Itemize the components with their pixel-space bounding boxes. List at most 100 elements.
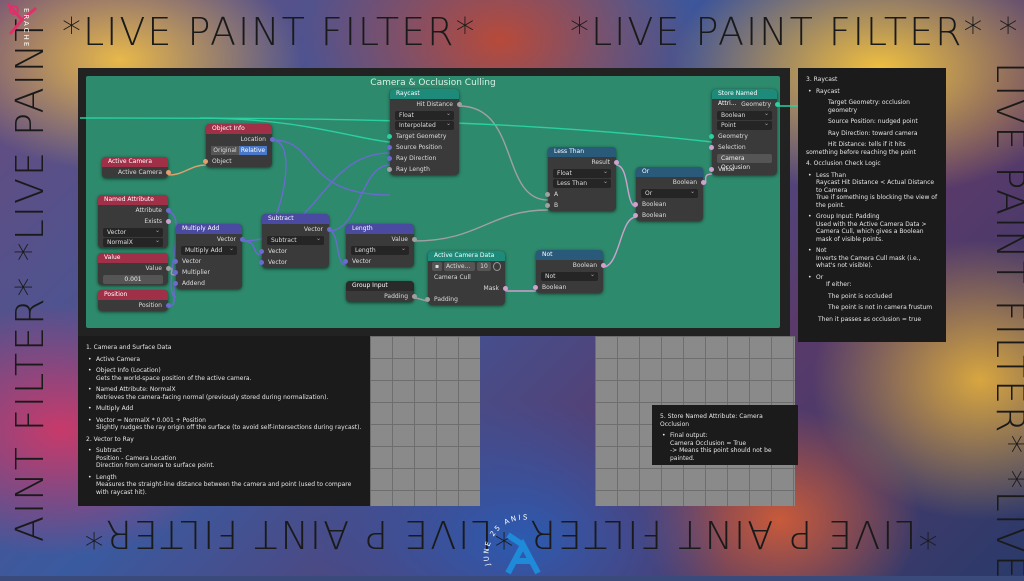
input-value[interactable]: Value <box>709 164 777 175</box>
input-multiplier[interactable]: Multiplier <box>173 267 242 278</box>
input-addend[interactable]: Addend <box>173 278 242 289</box>
node-multiply-add[interactable]: Multiply Add Vector Multiply Add Vector … <box>173 224 245 289</box>
input-b[interactable]: B <box>545 200 616 211</box>
socket-icon[interactable] <box>633 213 638 218</box>
socket-icon[interactable] <box>166 266 171 271</box>
node-raycast[interactable]: Raycast Hit Distance Float Interpolated … <box>387 89 462 175</box>
socket-icon[interactable] <box>387 134 392 139</box>
mapping-dropdown[interactable]: Interpolated <box>395 119 454 130</box>
original-option[interactable]: Original <box>211 146 239 155</box>
socket-icon[interactable] <box>166 208 171 213</box>
output-geometry[interactable]: Geometry <box>712 99 780 110</box>
socket-icon[interactable] <box>270 137 275 142</box>
node-value[interactable]: Value Value 0.001 <box>98 253 171 285</box>
relative-option[interactable]: Relative <box>239 146 267 155</box>
node-not[interactable]: Not Boolean Not Boolean <box>533 250 606 293</box>
input-target-geometry[interactable]: Target Geometry <box>387 131 459 142</box>
output-result[interactable]: Result <box>548 157 619 168</box>
operation-dropdown[interactable]: Less Than <box>553 177 611 188</box>
input-boolean-a[interactable]: Boolean <box>633 199 703 210</box>
node-length[interactable]: Length Value Length Vector <box>343 224 417 267</box>
operation-dropdown[interactable]: Or <box>641 187 698 198</box>
input-boolean[interactable]: Boolean <box>533 282 603 293</box>
output-camera-cull[interactable]: Camera Cull <box>428 272 505 283</box>
output-exists[interactable]: Exists <box>98 216 171 227</box>
output-attribute[interactable]: Attribute <box>98 205 171 216</box>
operation-dropdown[interactable]: Subtract <box>267 234 324 245</box>
output-active-camera[interactable]: Active Camera <box>102 167 171 178</box>
node-position[interactable]: Position Position <box>98 290 171 311</box>
socket-icon[interactable] <box>709 145 714 150</box>
output-boolean[interactable]: Boolean <box>636 177 706 188</box>
data-type-dropdown[interactable]: Vector <box>103 226 163 237</box>
input-padding[interactable]: Padding <box>425 294 505 305</box>
socket-icon[interactable] <box>709 167 714 172</box>
data-type-dropdown[interactable]: Boolean <box>717 109 772 120</box>
input-ray-direction[interactable]: Ray Direction <box>387 153 459 164</box>
socket-icon[interactable] <box>203 159 208 164</box>
attribute-name-field[interactable]: NormalX <box>103 236 163 247</box>
input-boolean-b[interactable]: Boolean <box>633 210 703 221</box>
socket-icon[interactable] <box>387 145 392 150</box>
node-group-input[interactable]: Group Input Padding <box>346 281 417 302</box>
socket-icon[interactable] <box>709 134 714 139</box>
output-padding[interactable]: Padding <box>346 291 417 302</box>
toggle-icon[interactable] <box>493 262 501 271</box>
attribute-name-field[interactable]: Camera Occlusion <box>717 154 772 171</box>
socket-icon[interactable] <box>259 249 264 254</box>
output-value[interactable]: Value <box>98 263 171 274</box>
node-subtract[interactable]: Subtract Vector Subtract Vector Vector <box>259 214 332 268</box>
socket-icon[interactable] <box>166 170 171 175</box>
socket-icon[interactable] <box>173 259 178 264</box>
input-object[interactable]: Object <box>203 156 272 167</box>
output-vector[interactable]: Vector <box>262 224 332 235</box>
socket-icon[interactable] <box>775 102 780 107</box>
data-type-dropdown[interactable]: Float <box>395 109 454 120</box>
socket-icon[interactable] <box>240 237 245 242</box>
domain-dropdown[interactable]: Point <box>717 119 772 130</box>
node-store-named-attribute[interactable]: Store Named Attri... Geometry Boolean Po… <box>709 89 780 175</box>
input-source-position[interactable]: Source Position <box>387 142 459 153</box>
input-ray-length[interactable]: Ray Length <box>387 164 459 175</box>
node-or[interactable]: Or Boolean Or Boolean Boolean <box>633 167 706 221</box>
output-location[interactable]: Location <box>206 134 275 145</box>
socket-icon[interactable] <box>457 102 462 107</box>
socket-icon[interactable] <box>503 286 508 291</box>
socket-icon[interactable] <box>614 160 619 165</box>
socket-icon[interactable] <box>545 192 550 197</box>
socket-icon[interactable] <box>387 167 392 172</box>
input-selection[interactable]: Selection <box>709 142 777 153</box>
socket-icon[interactable] <box>412 237 417 242</box>
node-named-attribute[interactable]: Named Attribute Attribute Exists Vector … <box>98 195 171 248</box>
socket-icon[interactable] <box>601 263 606 268</box>
input-geometry[interactable]: Geometry <box>709 131 777 142</box>
socket-icon[interactable] <box>545 203 550 208</box>
socket-icon[interactable] <box>425 297 430 302</box>
socket-icon[interactable] <box>533 285 538 290</box>
socket-icon[interactable] <box>259 260 264 265</box>
node-less-than[interactable]: Less Than Result Float Less Than A B <box>545 147 619 211</box>
socket-icon[interactable] <box>343 259 348 264</box>
input-vector[interactable]: Vector <box>343 256 414 267</box>
node-active-camera-data[interactable]: Active Camera Data ▪ Active... 10 Camera… <box>425 251 508 305</box>
socket-icon[interactable] <box>701 180 706 185</box>
socket-icon[interactable] <box>173 281 178 286</box>
operation-dropdown[interactable]: Multiply Add <box>181 244 237 255</box>
output-hit-distance[interactable]: Hit Distance <box>390 99 462 110</box>
socket-icon[interactable] <box>173 270 178 275</box>
camera-icon[interactable]: ▪ <box>432 262 442 271</box>
socket-icon[interactable] <box>412 294 417 299</box>
camera-number-field[interactable]: 10 <box>477 262 491 271</box>
node-active-camera[interactable]: Active Camera Active Camera <box>102 157 171 178</box>
input-a[interactable]: A <box>545 189 616 200</box>
data-type-dropdown[interactable]: Float <box>553 167 611 178</box>
socket-icon[interactable] <box>327 227 332 232</box>
input-vector[interactable]: Vector <box>173 256 242 267</box>
socket-icon[interactable] <box>633 202 638 207</box>
output-position[interactable]: Position <box>98 300 171 311</box>
socket-icon[interactable] <box>166 303 171 308</box>
input-vector-a[interactable]: Vector <box>259 246 329 257</box>
input-vector-b[interactable]: Vector <box>259 257 329 268</box>
